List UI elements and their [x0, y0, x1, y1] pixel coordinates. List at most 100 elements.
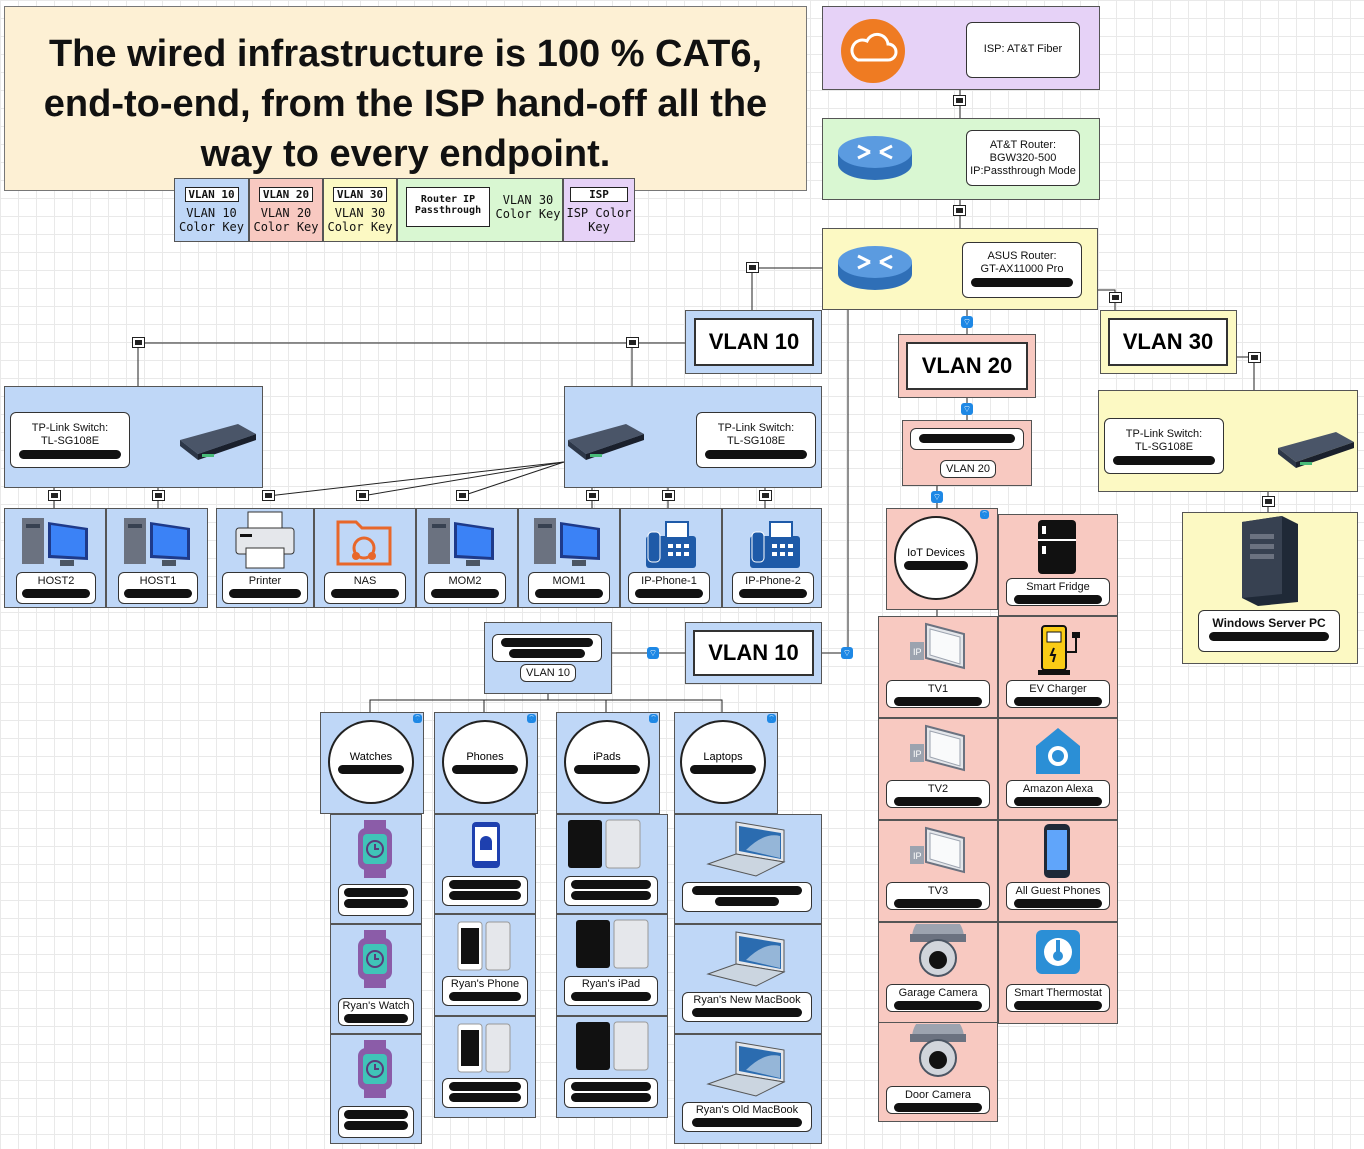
- device-label: HOST1: [118, 572, 198, 604]
- desktop-computer-icon: [22, 518, 88, 566]
- device-name: Amazon Alexa: [1022, 783, 1094, 795]
- group-circle: Watches: [328, 720, 414, 804]
- ethernet-port-icon: [759, 490, 772, 501]
- redacted-text: [571, 1082, 651, 1091]
- asus-router-label: ASUS Router: GT-AX11000 Pro: [962, 242, 1082, 298]
- att-router-line3: IP:Passthrough Mode: [970, 165, 1076, 177]
- device-label: [338, 884, 414, 916]
- vlan10-ap-name: [492, 634, 602, 662]
- asus-router-line2: GT-AX11000 Pro: [980, 263, 1064, 275]
- laptop-icon: [706, 1041, 786, 1097]
- color-key-tag: VLAN 20: [259, 187, 313, 202]
- ethernet-port-icon: [626, 337, 639, 348]
- device-label: [682, 882, 812, 912]
- redacted-text: [500, 638, 594, 647]
- tv-icon: IP: [910, 826, 965, 874]
- group-label: Phones: [466, 750, 504, 763]
- ethernet-port-icon: [456, 490, 469, 501]
- redacted-text: [904, 560, 968, 570]
- color-key-vlan30: VLAN 30 VLAN 30 Color Key: [323, 178, 397, 242]
- device-label: [564, 1078, 658, 1108]
- ethernet-port-icon: [152, 490, 165, 501]
- device-label: Ryan's Old MacBook: [682, 1102, 812, 1132]
- redacted-text: [691, 1008, 803, 1017]
- redacted-text: [1014, 697, 1102, 706]
- device-name: IP-Phone-2: [745, 575, 801, 587]
- group-circle: iPads: [564, 720, 650, 804]
- device-name: IP-Phone-1: [641, 575, 697, 587]
- color-key-tag: VLAN 30: [333, 187, 387, 202]
- device-label: [338, 1106, 414, 1138]
- redacted-text: [738, 589, 808, 598]
- device-label: EV Charger: [1006, 680, 1110, 708]
- redacted-text: [918, 434, 1016, 443]
- device-label: Ryan's New MacBook: [682, 992, 812, 1022]
- device-label: Smart Fridge: [1006, 578, 1110, 606]
- redacted-text: [1014, 595, 1102, 604]
- redacted-text: [691, 886, 803, 895]
- switch-right-label: TP-Link Switch: TL-SG108E: [1104, 418, 1224, 474]
- device-name: HOST1: [139, 575, 177, 587]
- device-label: Ryan's iPad: [564, 976, 658, 1006]
- vlan10-ap-sub: VLAN 10: [520, 664, 576, 682]
- cloud-icon: [841, 19, 905, 83]
- device-label: All Guest Phones: [1006, 882, 1110, 910]
- ethernet-port-icon: [1262, 496, 1275, 507]
- smartphone-icon: [1044, 824, 1070, 878]
- redacted-text: [705, 450, 807, 459]
- iot-hub-circle: IoT Devices: [894, 516, 978, 600]
- device-label: HOST2: [16, 572, 96, 604]
- network-switch-icon: [568, 424, 644, 460]
- color-key-tag: Router IP Passthrough: [406, 187, 490, 227]
- device-label: MOM2: [424, 572, 506, 604]
- ethernet-port-icon: [953, 95, 966, 106]
- network-switch-icon: [180, 424, 256, 460]
- redacted-text: [971, 278, 1073, 287]
- redacted-text: [452, 764, 518, 774]
- redacted-text: [22, 589, 90, 598]
- device-label: [442, 876, 528, 906]
- server-label: Windows Server PC: [1198, 610, 1340, 652]
- android-phone-icon: [472, 822, 500, 868]
- switch-line2: TL-SG108E: [40, 435, 100, 447]
- smartwatch-icon: [358, 930, 392, 988]
- iot-hub-label: IoT Devices: [907, 546, 965, 559]
- redacted-text: [1014, 899, 1102, 908]
- camera-icon: [910, 1024, 966, 1077]
- redacted-text: [691, 1118, 803, 1127]
- tv-icon: IP: [910, 724, 965, 772]
- device-label: NAS: [324, 572, 406, 604]
- redacted-text: [894, 1001, 982, 1010]
- redacted-text: [574, 764, 640, 774]
- redacted-text: [344, 888, 408, 897]
- color-key-vlan10: VLAN 10 VLAN 10 Color Key: [174, 178, 249, 242]
- group-label: Watches: [349, 750, 393, 763]
- device-name: NAS: [353, 575, 377, 587]
- redacted-text: [1014, 797, 1102, 806]
- desktop-computer-icon: [534, 518, 600, 566]
- device-label: Ryan's Watch: [338, 998, 414, 1026]
- svg-text:IP: IP: [913, 851, 922, 861]
- redacted-text: [448, 880, 522, 889]
- redacted-text: [1014, 1001, 1102, 1010]
- device-name: TV2: [927, 783, 949, 795]
- wifi-icon: ⌔: [767, 714, 776, 723]
- device-name: Door Camera: [904, 1089, 972, 1101]
- color-key-router: Router IP Passthrough VLAN 30 Color Key: [397, 178, 563, 242]
- ethernet-port-icon: [48, 490, 61, 501]
- color-key-tag: ISP: [570, 187, 628, 202]
- redacted-text: [344, 899, 408, 908]
- ethernet-port-icon: [662, 490, 675, 501]
- switch-line2: TL-SG108E: [726, 435, 786, 447]
- redacted-text: [571, 992, 651, 1001]
- redacted-text: [448, 891, 522, 900]
- wifi-icon: ⌔: [931, 491, 943, 503]
- redacted-text: [448, 1082, 522, 1091]
- redacted-text: [430, 589, 500, 598]
- device-name: HOST2: [37, 575, 75, 587]
- switch-line1: TP-Link Switch:: [1125, 428, 1203, 440]
- ip-phone-icon: [750, 521, 800, 568]
- server-tower-icon: [1242, 516, 1298, 606]
- isp-label: ISP: AT&T Fiber: [966, 22, 1080, 78]
- color-key-text: VLAN 10 Color Key: [178, 206, 245, 234]
